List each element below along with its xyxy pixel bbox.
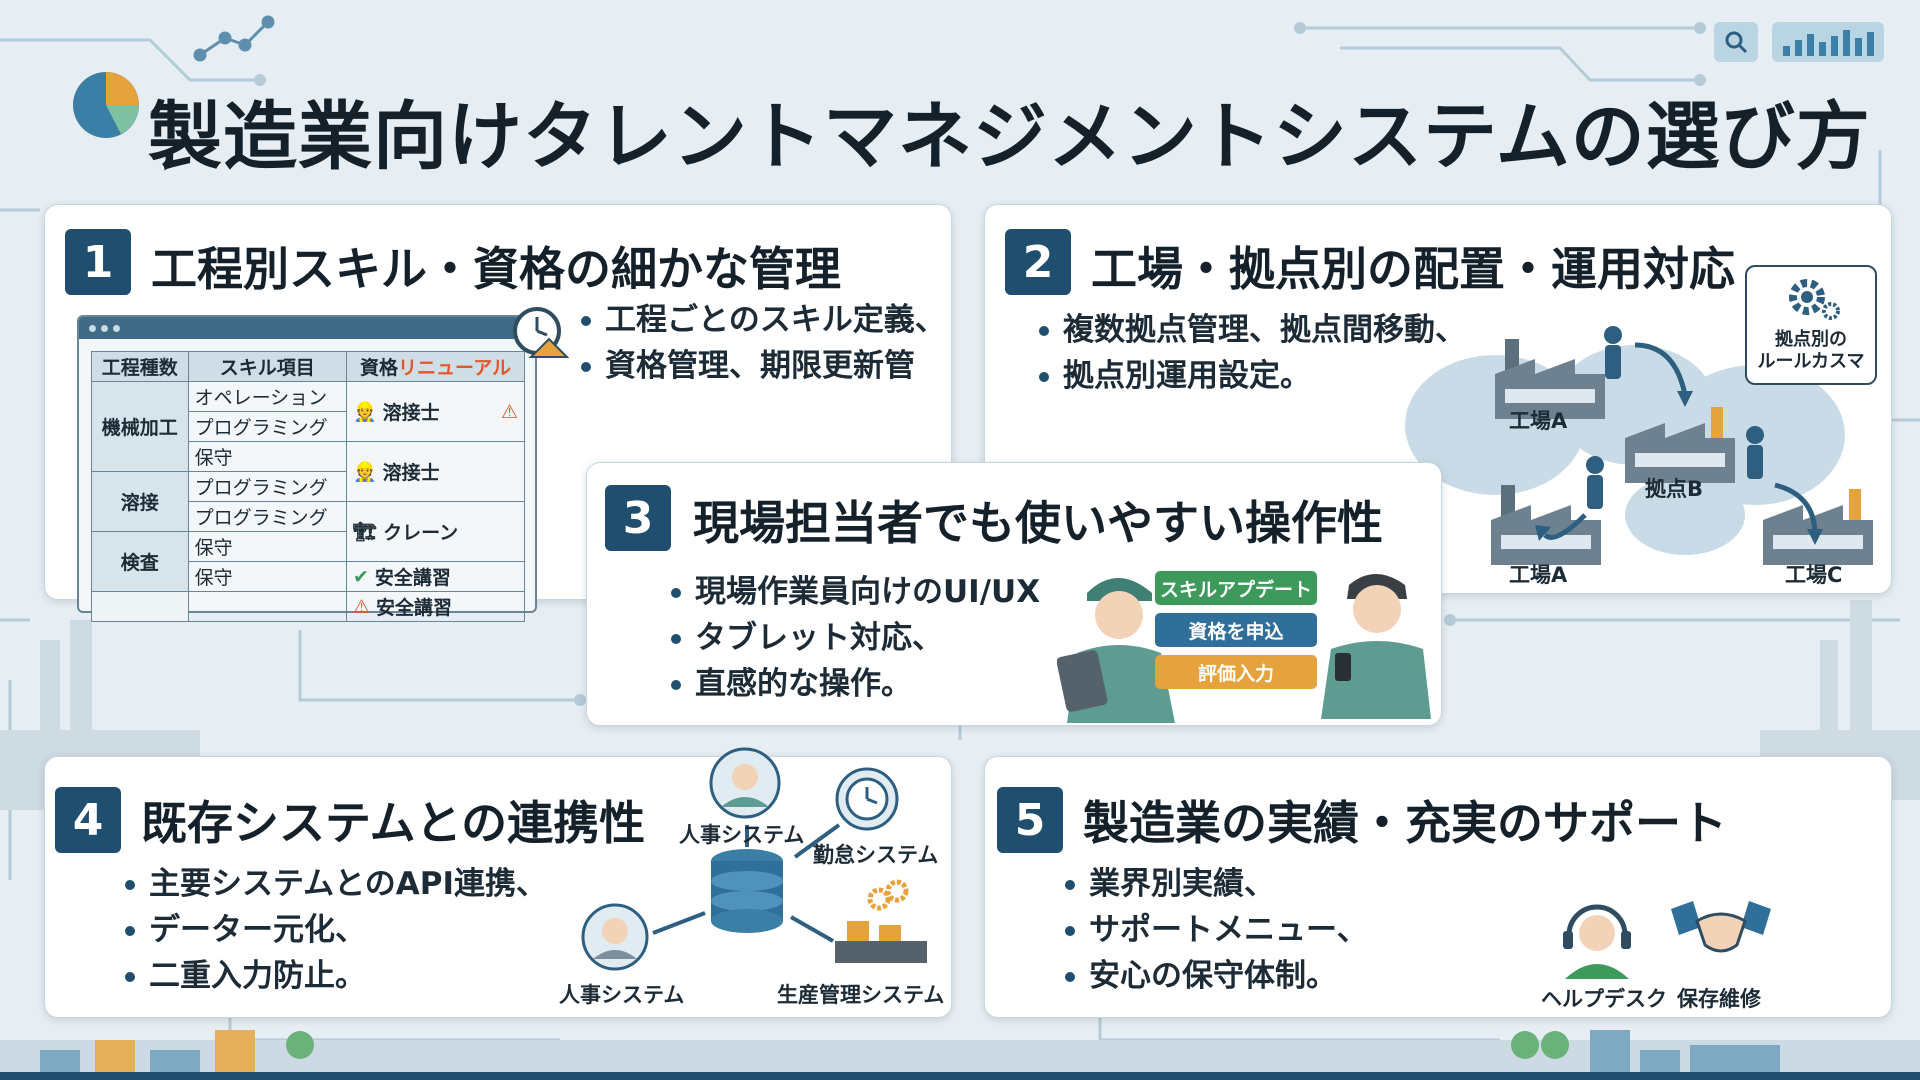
factory-icon [1625, 407, 1735, 483]
crane-icon: 🏗 [352, 521, 378, 543]
skill-cell: プログラミング [187, 501, 347, 532]
window-titlebar [79, 317, 535, 339]
system-label: 人事システム [559, 983, 685, 1007]
process-group: 溶接 [91, 471, 189, 532]
bar-chart-icon[interactable] [1772, 22, 1884, 62]
card-title: 現場担当者でも使いやすい操作性 [693, 496, 1383, 550]
list-item: 直感的な操作。 [671, 661, 1040, 707]
warning-icon: ⚠ [352, 595, 371, 618]
bullet-list: 複数拠点管理、拠点間移動、 拠点別運用設定。 [1039, 307, 1466, 399]
cert-cell: ✔安全講習 [345, 561, 526, 592]
rules-callout: 拠点別の ルールカスマ [1745, 265, 1877, 385]
cert-cell: ⚠安全講習 [345, 591, 526, 622]
callout-text: 拠点別の ルールカスマ [1757, 329, 1865, 372]
card-number: 3 [605, 485, 671, 551]
apply-certification-button[interactable]: 資格を申込 [1155, 613, 1317, 647]
bullet-list: 現場作業員向けのUI/UX タブレット対応、 直感的な操作。 [671, 569, 1040, 707]
card-integration: 4 既存システムとの連携性 主要システムとのAPI連携、 データー元化、 二重入… [44, 747, 952, 1018]
skill-cell: 保守 [187, 441, 347, 472]
list-item: タブレット対応、 [671, 615, 1040, 661]
worker-icon: 👷 [352, 401, 377, 423]
page-header: 製造業向けタレントマネジメントシステムの選び方 [60, 65, 1870, 195]
system-label: 人事システム [679, 823, 805, 847]
system-integration-diagram [581, 747, 927, 971]
table-header: 工程種数 [91, 351, 189, 382]
maintenance-label: 保存維修 [1677, 987, 1761, 1011]
skill-table: 工程種数 スキル項目 資格リニューアル 機械加工 オペレーション 👷溶接士⚠ プ… [91, 351, 526, 622]
site-label: 工場A [1509, 409, 1568, 433]
search-icon[interactable] [1714, 22, 1758, 62]
card-support: 5 製造業の実績・充実のサポート 業界別実績、 サポートメニュー、 安心の保守体… [984, 756, 1892, 1018]
worker-with-phone-illustration [1321, 574, 1431, 719]
list-item: 工程ごとのスキル定義、 [581, 297, 946, 343]
list-item: 複数拠点管理、拠点間移動、 [1039, 307, 1466, 353]
cert-cell: 👷溶接士 [345, 441, 526, 502]
card-usability: 3 現場担当者でも使いやすい操作性 現場作業員向けのUI/UX タブレット対応、… [586, 462, 1442, 726]
list-item: サポートメニュー、 [1065, 907, 1368, 953]
skill-cell: 保守 [187, 531, 347, 562]
list-item: 主要システムとのAPI連携、 [125, 861, 547, 907]
skill-table-window: 工程種数 スキル項目 資格リニューアル 機械加工 オペレーション 👷溶接士⚠ プ… [77, 307, 569, 622]
card-number: 2 [1005, 229, 1071, 295]
cert-cell: 🏗クレーン [345, 501, 526, 562]
headset-icon [1563, 904, 1631, 979]
pie-chart-icon [73, 72, 139, 138]
cert-cell: 👷溶接士⚠ [345, 381, 526, 442]
system-label: 生産管理システム [777, 983, 945, 1007]
skill-cell: 保守 [187, 561, 347, 592]
card-title: 工場・拠点別の配置・運用対応 [1091, 242, 1735, 296]
card-number: 5 [997, 787, 1063, 853]
warning-icon: ⚠ [500, 400, 518, 423]
top-toolbar [1714, 22, 1884, 62]
list-item: 現場作業員向けのUI/UX [671, 569, 1040, 615]
page-title: 製造業向けタレントマネジメントシステムの選び方 [148, 94, 1871, 180]
skill-cell: プログラミング [187, 471, 347, 502]
skill-cell: プログラミング [187, 411, 347, 442]
worker-icon: 👷 [352, 461, 377, 483]
handshake-icon [1671, 901, 1771, 953]
skill-update-button[interactable]: スキルアプデート [1155, 571, 1317, 605]
list-item: データー元化、 [125, 907, 547, 953]
card-skill-management: 1 工程別スキル・資格の細かな管理 工程種数 スキル項目 資格リニューアル 機械… [44, 204, 952, 622]
site-label: 工場A [1509, 563, 1568, 587]
list-item: 拠点別運用設定。 [1039, 353, 1466, 399]
bullet-list: 主要システムとのAPI連携、 データー元化、 二重入力防止。 [125, 861, 547, 999]
gear-icon [1789, 279, 1840, 320]
list-item: 業界別実績、 [1065, 861, 1368, 907]
list-item: 資格管理、期限更新管 [581, 343, 946, 389]
card-title: 工程別スキル・資格の細かな管理 [151, 242, 841, 296]
card-number: 1 [65, 229, 131, 295]
bullet-list: 工程ごとのスキル定義、 資格管理、期限更新管 [581, 297, 946, 389]
worker-with-tablet-illustration [1057, 578, 1175, 723]
card-number: 4 [55, 787, 121, 853]
shield-check-icon: ✔ [352, 565, 369, 588]
alarm-clock-icon [513, 307, 569, 358]
helpdesk-label: ヘルプデスク [1541, 987, 1667, 1011]
process-group: 機械加工 [91, 381, 189, 472]
card-title: 既存システムとの連携性 [141, 796, 646, 850]
card-title: 製造業の実績・充実のサポート [1083, 796, 1727, 850]
skill-cell: オペレーション [187, 381, 347, 412]
table-header: 資格リニューアル [345, 351, 526, 382]
site-label: 工場C [1785, 563, 1843, 587]
factory-icon [1495, 339, 1605, 419]
evaluation-input-button[interactable]: 評価入力 [1155, 655, 1317, 689]
table-header: スキル項目 [187, 351, 347, 382]
worker-transfer-arrows [1535, 326, 1823, 545]
bullet-list: 業界別実績、 サポートメニュー、 安心の保守体制。 [1065, 861, 1368, 999]
site-label: 拠点B [1645, 477, 1704, 501]
list-item: 安心の保守体制。 [1065, 953, 1368, 999]
database-icon [711, 849, 783, 933]
system-label: 勤怠システム [813, 843, 939, 867]
process-group: 検査 [91, 531, 189, 592]
list-item: 二重入力防止。 [125, 953, 547, 999]
